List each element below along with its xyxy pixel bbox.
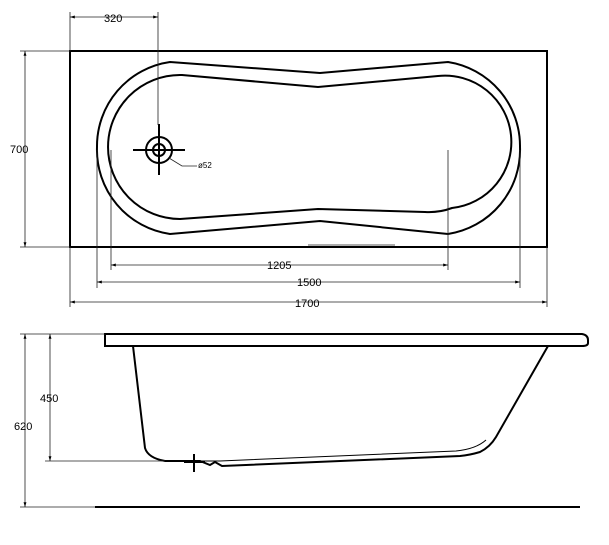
- tub-outer-rim: [69, 50, 548, 248]
- svg-text:1700: 1700: [295, 298, 319, 310]
- drain-diameter-label: ø52: [198, 161, 212, 170]
- svg-text:320: 320: [104, 13, 122, 25]
- svg-text:1500: 1500: [297, 277, 321, 289]
- top-view: ø52 320 700 1205 1500: [10, 12, 548, 310]
- tub-body-side: [132, 345, 549, 468]
- svg-text:620: 620: [14, 421, 32, 433]
- drain-symbol-side: [184, 454, 205, 472]
- dim-drain-offset: 320: [69, 12, 159, 125]
- dim-depth: 450: [40, 333, 165, 462]
- dim-basin-length: 1500: [96, 150, 521, 289]
- basin-inner-outline: [107, 74, 513, 221]
- dim-total-height: 620: [14, 333, 95, 508]
- drain-symbol: [133, 124, 197, 175]
- dim-inner-length: 1205: [110, 150, 449, 272]
- side-view: 450 620: [14, 333, 589, 508]
- dim-width: 700: [10, 50, 70, 248]
- svg-text:1205: 1205: [267, 260, 291, 272]
- svg-text:450: 450: [40, 393, 58, 405]
- dim-total-length: 1700: [69, 247, 548, 310]
- tub-rim-side: [104, 333, 589, 347]
- svg-text:700: 700: [10, 144, 28, 156]
